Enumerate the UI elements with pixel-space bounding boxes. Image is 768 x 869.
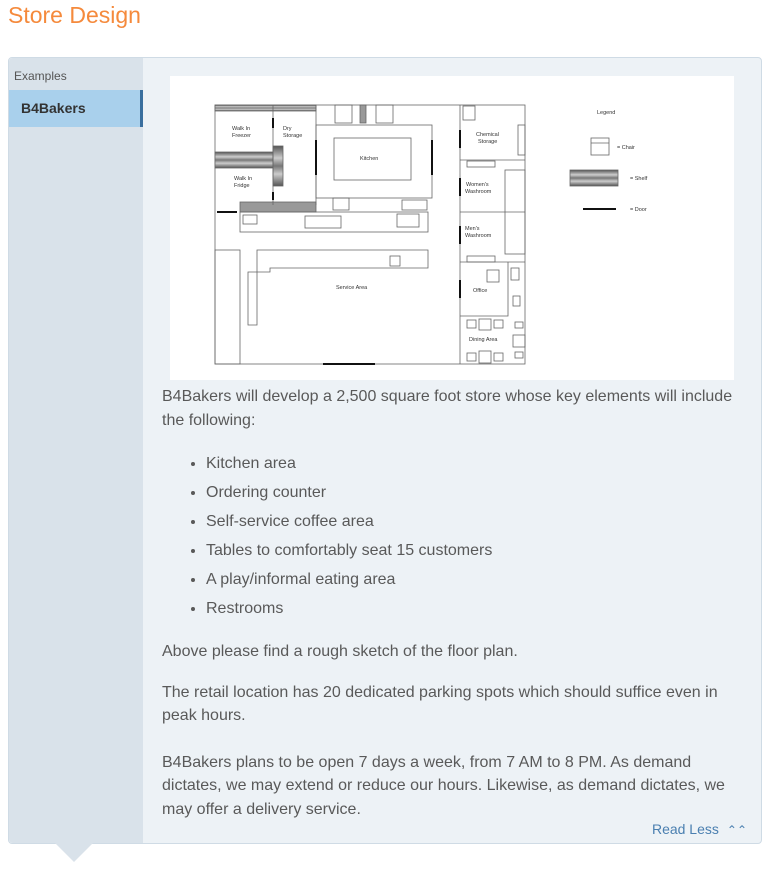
legend-title: Legend (597, 110, 615, 116)
features-list: Kitchen area Ordering counter Self-servi… (162, 449, 752, 623)
label-walk-in-freezer-2: Freezer (232, 133, 251, 139)
list-item: Kitchen area (206, 449, 752, 478)
list-item: Restrooms (206, 594, 752, 623)
description: B4Bakers will develop a 2,500 square foo… (162, 385, 752, 821)
label-chemical-storage: Chemical (476, 132, 499, 138)
sidebar-item-label: B4Bakers (21, 100, 86, 116)
hours-paragraph: B4Bakers plans to be open 7 days a week,… (162, 753, 725, 818)
double-chevron-up-icon: ⌃⌃ (726, 823, 747, 837)
sidebar-item-b4bakers[interactable]: B4Bakers (9, 90, 143, 127)
floor-plan-svg: Walk In Freezer Dry Storage Kitchen Walk… (214, 104, 648, 365)
label-walk-in-fridge-2: Fridge (234, 183, 250, 189)
label-walk-in-fridge: Walk In (234, 176, 252, 182)
floor-plan-paragraph: Above please find a rough sketch of the … (162, 643, 518, 660)
label-kitchen: Kitchen (360, 156, 378, 162)
label-office: Office (473, 288, 487, 294)
label-service-area: Service Area (336, 285, 368, 291)
label-dry-storage-2: Storage (283, 133, 302, 139)
list-item: Self-service coffee area (206, 507, 752, 536)
label-chemical-storage-2: Storage (478, 139, 497, 145)
list-item: A play/informal eating area (206, 565, 752, 594)
legend-door: = Door (630, 207, 647, 213)
selected-pointer (55, 843, 93, 862)
sidebar-section-label: Examples (14, 69, 67, 83)
legend-chair: = Chair (617, 145, 635, 151)
read-less-label: Read Less (651, 821, 719, 837)
label-walk-in-freezer: Walk In (232, 126, 250, 132)
page-title: Store Design (8, 2, 141, 28)
legend-shelf: = Shelf (630, 176, 648, 182)
list-item: Tables to comfortably seat 15 customers (206, 536, 752, 565)
sidebar: Examples B4Bakers (9, 58, 143, 843)
shelf (214, 104, 317, 112)
label-mens-washroom: Men's (465, 226, 480, 232)
label-womens-washroom-2: Washroom (465, 189, 492, 195)
floor-plan-image: Walk In Freezer Dry Storage Kitchen Walk… (170, 76, 734, 380)
label-womens-washroom: Women's (466, 182, 489, 188)
label-dining-area: Dining Area (469, 337, 498, 343)
label-mens-washroom-2: Washroom (465, 233, 492, 239)
intro-paragraph: B4Bakers will develop a 2,500 square foo… (162, 388, 733, 429)
read-less-link[interactable]: Read Less ⌃⌃ (652, 821, 747, 837)
label-dry-storage: Dry (283, 126, 292, 132)
list-item: Ordering counter (206, 478, 752, 507)
parking-paragraph: The retail location has 20 dedicated par… (162, 683, 718, 725)
